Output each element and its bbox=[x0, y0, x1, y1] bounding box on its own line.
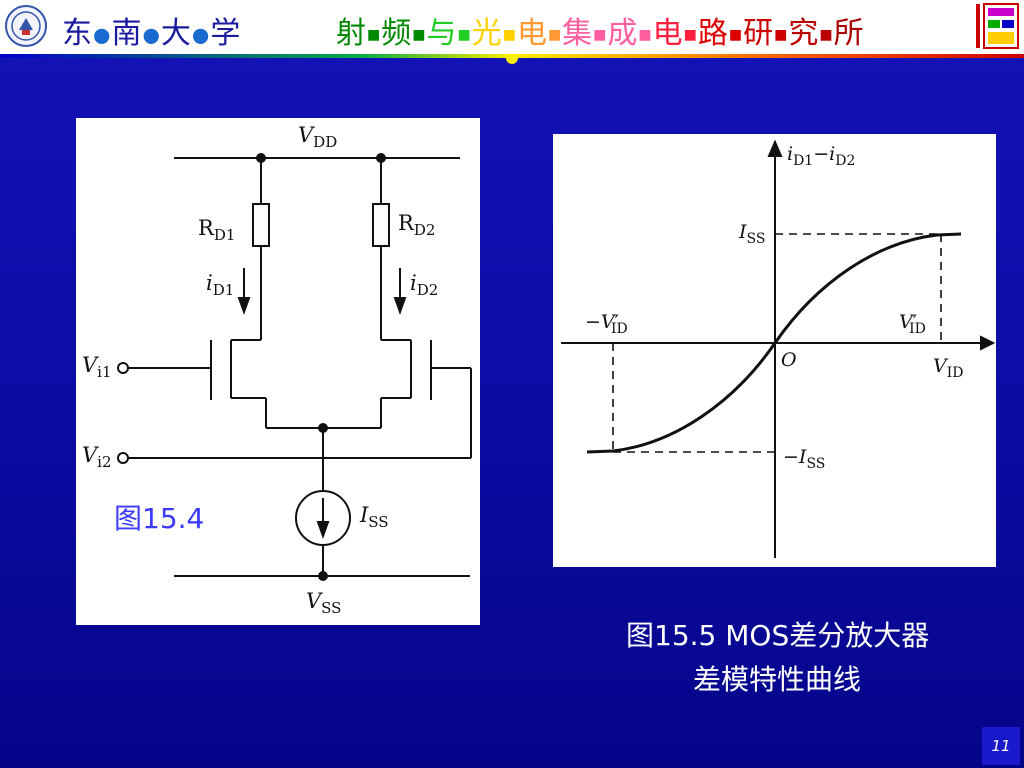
title-separator-square: ■ bbox=[728, 26, 743, 43]
vid-neg-label: −V′ID bbox=[585, 311, 628, 337]
institute-logo-icon bbox=[976, 3, 1019, 49]
university-title: 东●南●大●学 bbox=[62, 8, 241, 52]
header-gradient-rule bbox=[0, 54, 1024, 64]
y-axis-arrow bbox=[767, 139, 783, 157]
institute-title-char: 研 bbox=[743, 16, 774, 51]
rd2-label: RD2 bbox=[398, 211, 435, 239]
x-axis-arrow bbox=[980, 335, 996, 351]
resistor-rd2 bbox=[372, 203, 390, 247]
university-title-char: 东 bbox=[62, 16, 93, 51]
current-source-arrow bbox=[316, 521, 330, 539]
origin-label: O bbox=[781, 349, 797, 371]
resistor-rd1 bbox=[252, 203, 270, 247]
university-title-char: 学 bbox=[210, 16, 242, 51]
title-separator-square: ■ bbox=[638, 26, 652, 43]
institute-title-char: 成 bbox=[607, 16, 638, 51]
vi2-label: Vi2 bbox=[82, 443, 112, 471]
title-separator-square: ■ bbox=[683, 26, 697, 43]
institute-title-char: 集 bbox=[562, 16, 593, 51]
title-separator-square: ■ bbox=[593, 26, 607, 43]
current-arrow-id2 bbox=[393, 297, 407, 315]
title-dot: ● bbox=[142, 22, 161, 47]
iss-pos-label: ISS bbox=[738, 221, 765, 247]
iss-label: ISS bbox=[359, 503, 389, 531]
header-bar: 东●南●大●学 射■频■与■光■电■集■成■电■路■研■究■所 bbox=[0, 0, 1024, 54]
title-separator-square: ■ bbox=[819, 26, 833, 43]
institute-title-char: 电 bbox=[652, 16, 683, 51]
institute-title: 射■频■与■光■电■集■成■电■路■研■究■所 bbox=[336, 8, 864, 52]
mos-diff-amp-circuit: VDD RD1 RD2 iD1 iD2 Vi1 Vi2 ISS VSS bbox=[82, 123, 472, 617]
circuit-figure-panel: VDD RD1 RD2 iD1 iD2 Vi1 Vi2 ISS VSS bbox=[76, 118, 480, 625]
y-axis-label: iD1−iD2 bbox=[787, 143, 855, 169]
current-arrow-id1 bbox=[237, 297, 251, 315]
title-separator-square: ■ bbox=[502, 26, 516, 43]
vi2-terminal bbox=[117, 452, 129, 464]
rd1-label: RD1 bbox=[198, 216, 235, 244]
vi1-label: Vi1 bbox=[82, 353, 112, 381]
institute-title-char: 光 bbox=[471, 16, 502, 51]
institute-title-char: 究 bbox=[788, 16, 819, 51]
institute-title-char: 所 bbox=[833, 16, 864, 51]
vss-label: VSS bbox=[306, 589, 341, 617]
title-separator-square: ■ bbox=[457, 26, 471, 43]
figure-15-5-caption-line2: 差模特性曲线 bbox=[693, 663, 862, 696]
title-separator-square: ■ bbox=[367, 26, 381, 43]
title-separator-square: ■ bbox=[547, 26, 562, 43]
page-number: 11 bbox=[982, 727, 1020, 765]
title-separator-square: ■ bbox=[412, 26, 426, 43]
title-dot: ● bbox=[93, 22, 112, 47]
vi1-terminal bbox=[117, 362, 129, 374]
institute-title-char: 射 bbox=[336, 16, 366, 51]
id1-label: iD1 bbox=[206, 271, 234, 299]
transfer-curve bbox=[586, 232, 962, 454]
title-separator-square: ■ bbox=[774, 26, 788, 43]
figure-15-5-caption-line1: 图15.5 MOS差分放大器 bbox=[626, 619, 930, 652]
diff-mode-transfer-curve: iD1−iD2 ISS −ISS −V′ID V′ID O VID bbox=[561, 139, 996, 558]
iss-neg-label: −ISS bbox=[783, 446, 825, 472]
title-dot: ● bbox=[191, 22, 211, 47]
vdd-label: VDD bbox=[298, 123, 337, 151]
university-title-char: 南 bbox=[111, 16, 143, 51]
node-dot bbox=[318, 571, 328, 581]
curve-figure-panel: iD1−iD2 ISS −ISS −V′ID V′ID O VID bbox=[553, 134, 996, 567]
university-title-char: 大 bbox=[160, 16, 192, 51]
institute-title-char: 频 bbox=[381, 16, 412, 51]
figure-15-4-caption: 图15.4 bbox=[114, 502, 205, 535]
institute-title-char: 与 bbox=[426, 16, 457, 51]
vid-pos-label: V′ID bbox=[899, 311, 926, 337]
id2-label: iD2 bbox=[410, 271, 438, 299]
university-seal-icon bbox=[5, 5, 47, 47]
x-axis-label: VID bbox=[933, 355, 964, 381]
institute-title-char: 电 bbox=[516, 16, 547, 51]
institute-title-char: 路 bbox=[697, 16, 728, 51]
